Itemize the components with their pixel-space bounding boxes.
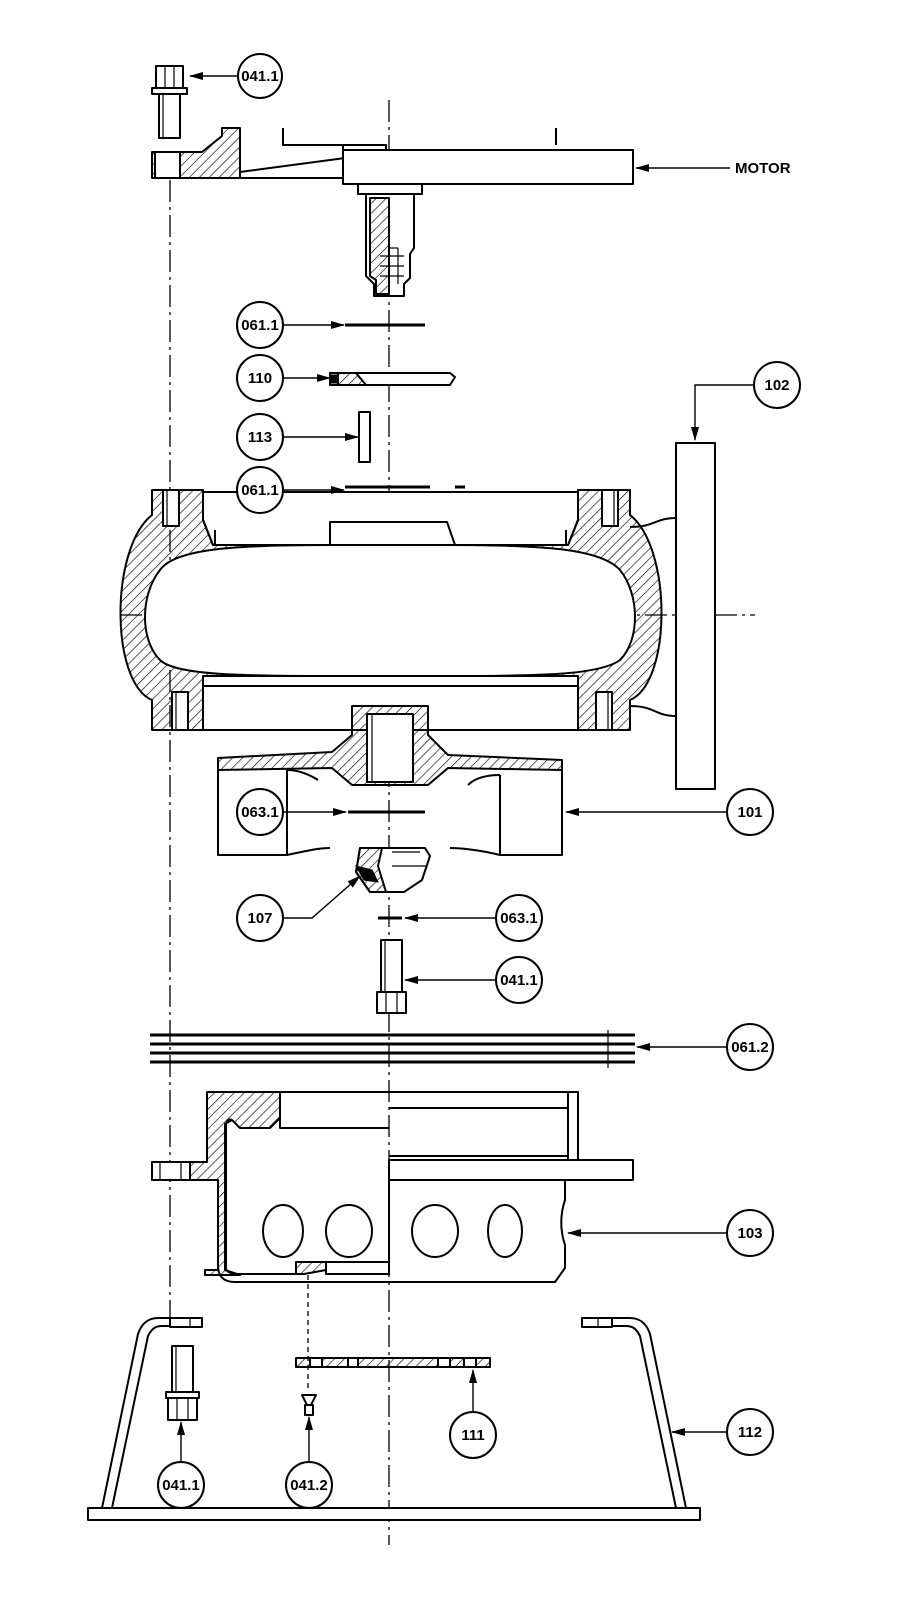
callout-label: 112 [738,1424,762,1441]
callout-041-2: 041.2 [285,1461,333,1509]
callout-041-1-mid: 041.1 [495,956,543,1004]
bolt-041-1-mid [376,939,407,1014]
bolt-041-1-top [151,65,188,139]
part-110-washer [329,372,456,386]
callout-041-1-bottom: 041.1 [157,1461,205,1509]
bolt-041-1-bottom [165,1345,200,1421]
callout-label: 113 [248,429,272,446]
callout-102: 102 [753,361,801,409]
callout-063-1-left: 063.1 [236,788,284,836]
housing-103 [151,1091,634,1390]
base-112 [87,1317,701,1521]
callout-label: 061.2 [731,1039,769,1056]
callout-label: 041.1 [500,972,538,989]
center-lines [120,100,755,1545]
callout-111: 111 [449,1411,497,1459]
callout-label: 041.1 [241,68,279,85]
motor-label: MOTOR [735,160,791,177]
callout-113: 113 [236,413,284,461]
callout-041-1-top: 041.1 [237,53,283,99]
callout-061-1-b: 061.1 [236,466,284,514]
callout-label: 041.2 [290,1477,328,1494]
callout-label: 102 [764,377,789,394]
callout-label: 061.1 [241,482,279,499]
callout-label: 110 [248,370,272,387]
callout-110: 110 [236,354,284,402]
callout-107: 107 [236,894,284,942]
part-113-key [358,411,371,463]
callout-061-2: 061.2 [726,1023,774,1071]
screw-041-2 [301,1394,317,1416]
callout-label: 111 [461,1427,484,1444]
callout-label: 041.1 [162,1477,200,1494]
part-107-nut [354,847,431,893]
callout-label: 101 [737,804,762,821]
callout-label: 103 [737,1225,762,1242]
plate-111 [295,1357,491,1368]
callout-label: 061.1 [241,317,279,334]
callout-101: 101 [726,788,774,836]
callout-103: 103 [726,1209,774,1257]
impeller-101 [217,705,563,856]
leader-lines [177,72,754,1462]
callout-label: 063.1 [500,910,538,927]
callout-label: 107 [247,910,272,927]
callout-063-1-right: 063.1 [495,894,543,942]
gaskets-061-2 [150,1030,635,1068]
callout-112: 112 [726,1408,774,1456]
callout-motor: MOTOR [735,160,791,177]
motor-assembly [151,127,634,297]
callout-061-1-a: 061.1 [236,301,284,349]
callout-label: 063.1 [241,804,279,821]
